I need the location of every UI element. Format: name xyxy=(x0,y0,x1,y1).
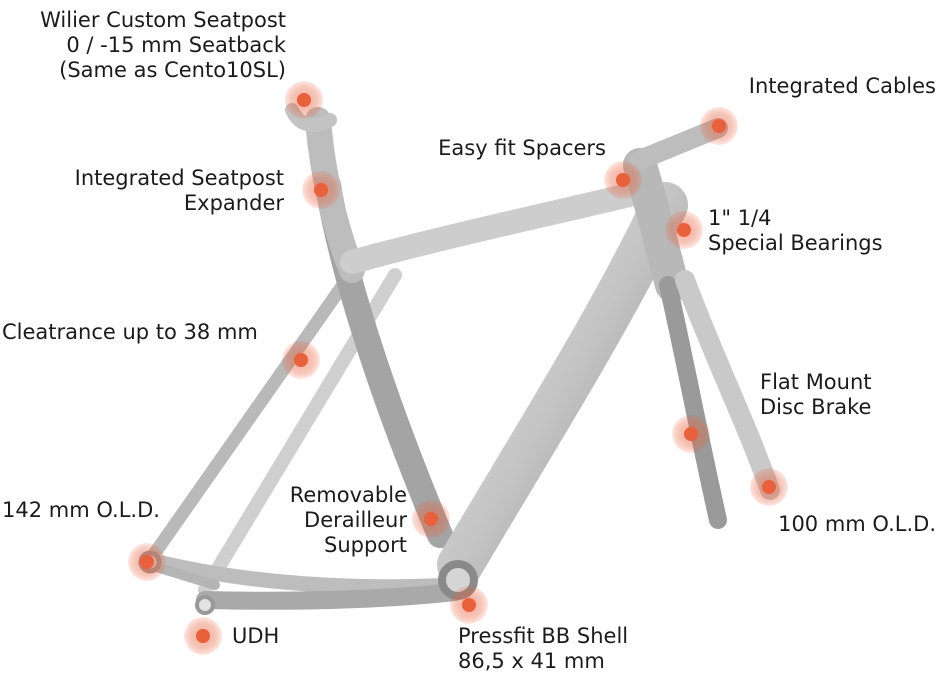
fork-left xyxy=(659,276,727,529)
label-bb: Pressfit BB Shell 86,5 x 41 mm xyxy=(458,624,629,673)
label-cables: Integrated Cables xyxy=(748,74,936,98)
label-udh: UDH xyxy=(232,624,280,648)
label-front-old: 100 mm O.L.D. xyxy=(778,512,936,536)
label-clearance: Cleatrance up to 38 mm xyxy=(2,320,258,344)
chain-stay-upper xyxy=(196,583,464,610)
label-seatpost: Wilier Custom Seatpost 0 / -15 mm Seatba… xyxy=(40,8,286,82)
down-tube xyxy=(437,182,688,588)
label-derailleur: Removable Derailleur Support xyxy=(289,483,407,557)
head-tube xyxy=(623,148,689,302)
label-spacers: Easy fit Spacers xyxy=(438,136,606,160)
frame-tubes xyxy=(138,103,780,615)
seat-stay-left xyxy=(143,275,352,567)
chain-stay-lower xyxy=(142,552,463,595)
label-rear-old: 142 mm O.L.D. xyxy=(2,498,160,522)
top-tube xyxy=(340,178,662,274)
feature-markers xyxy=(128,81,788,655)
label-brake: Flat Mount Disc Brake xyxy=(760,370,872,419)
label-bearings: 1" 1/4 Special Bearings xyxy=(708,206,883,255)
label-expander: Integrated Seatpost Expander xyxy=(74,166,284,215)
fork-right xyxy=(675,270,780,500)
udh-hanger xyxy=(195,595,215,615)
